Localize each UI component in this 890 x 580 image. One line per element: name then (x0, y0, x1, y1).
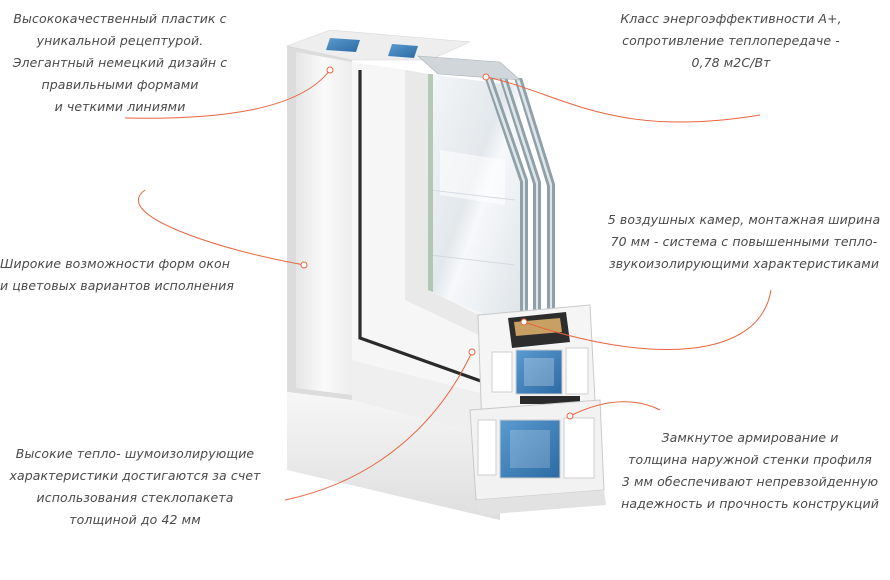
callout-line: 3 мм обеспечивают непревзойденную (621, 474, 879, 489)
callout-plastic: Высококачественный пластик с уникальной … (0, 8, 240, 118)
callout-line: 0,78 м2С/Вт (691, 55, 771, 70)
callout-line: надежность и прочность конструкций (621, 496, 879, 511)
leader-insulation (284, 351, 473, 501)
frame-left-front (296, 52, 352, 395)
callout-energy: Класс энергоэффективности A+, сопротивле… (600, 8, 862, 74)
pane-top-spacers (417, 55, 521, 81)
leader-reinforcement (569, 401, 661, 417)
callout-line: и четкими линиями (54, 99, 186, 114)
callout-line: характеристики достигаются за счет (9, 468, 261, 483)
profile-cross-section (469, 304, 606, 515)
callout-insulation: Высокие тепло- шумоизолирующие характери… (6, 443, 264, 531)
frame-bottom-front (287, 392, 500, 520)
callout-reinforcement: Замкнутое армирование и толщина наружной… (610, 427, 890, 515)
marker-shapes (300, 261, 308, 269)
callout-shapes: Широкие возможности форм окон и цветовых… (0, 253, 240, 297)
callout-line: Широкие возможности форм окон (0, 256, 231, 271)
callout-line: Высокие тепло- шумоизолирующие (15, 446, 255, 461)
callout-line: Элегантный немецкий дизайн с (12, 55, 228, 70)
leader-shapes (137, 189, 305, 266)
leader-energy (485, 76, 761, 123)
sash-seal (358, 70, 493, 387)
frame-top-face (285, 29, 472, 61)
leader-chambers (523, 289, 772, 350)
callout-line: Высококачественный пластик с (13, 11, 227, 26)
callout-line: сопротивление теплопередаче - (622, 33, 840, 48)
callout-line: и цветовых вариантов исполнения (0, 278, 234, 293)
callout-line: Класс энергоэффективности A+, (620, 11, 842, 26)
marker-reinforcement (566, 412, 574, 420)
callout-chambers: 5 воздушных камер, монтажная ширина 70 м… (598, 209, 890, 275)
marker-energy (482, 73, 490, 81)
callout-line: использования стеклопакета (36, 490, 234, 505)
frame-bottom-top (352, 360, 500, 440)
callout-line: Замкнутое армирование и (661, 430, 839, 445)
sash-bevel (405, 70, 505, 345)
glass-edge (428, 74, 433, 292)
top-reinforcement-left (326, 38, 360, 52)
callout-line: толщина наружной стенки профиля (628, 452, 872, 467)
callout-line: звукоизолирующими характеристиками (608, 256, 880, 271)
callout-line: уникальной рецептурой. (36, 33, 204, 48)
callout-line: 5 воздушных камер, монтажная ширина (607, 212, 881, 227)
triple-glazing-panes (482, 70, 555, 330)
glass-pane (428, 74, 520, 330)
callout-line: толщиной до 42 мм (69, 512, 201, 527)
marker-insulation (468, 348, 476, 356)
callout-line: 70 мм - система с повышенными тепло- (610, 234, 878, 249)
leader-plastic (124, 69, 331, 119)
top-reinforcement-right (388, 44, 418, 58)
glass-highlight (440, 150, 505, 205)
marker-plastic (326, 66, 334, 74)
callout-line: правильными формами (41, 77, 199, 92)
marker-chambers (520, 318, 528, 326)
